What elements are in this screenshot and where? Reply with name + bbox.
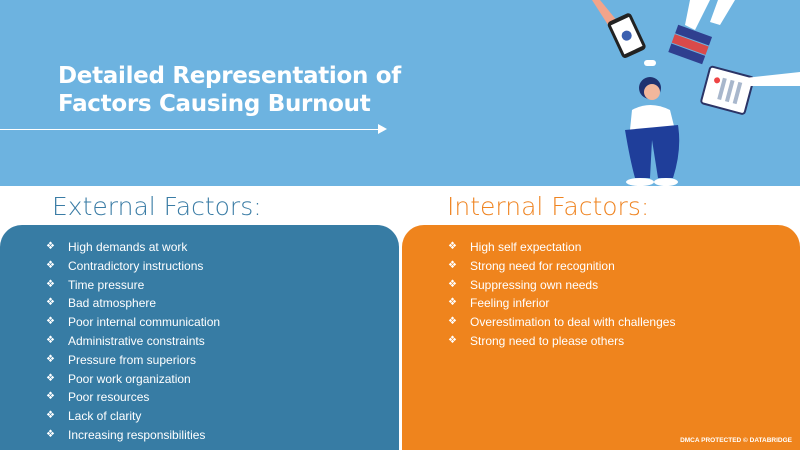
list-item: ❖ Poor resources: [46, 388, 220, 407]
list-item-label: High self expectation: [470, 240, 582, 254]
bullet-icon: ❖: [46, 428, 55, 440]
list-item: ❖ Increasing responsibilities: [46, 426, 220, 445]
external-factors-heading: External Factors:: [52, 192, 262, 221]
list-item-label: Administrative constraints: [68, 333, 205, 348]
list-item: ❖ Lack of clarity: [46, 407, 220, 426]
bullet-icon: ❖: [46, 297, 55, 309]
bullet-icon: ❖: [46, 259, 55, 271]
list-item: ❖ Poor internal communication: [46, 313, 220, 332]
list-item-label: Lack of clarity: [68, 409, 142, 424]
list-item: ❖ Bad atmosphere: [46, 294, 220, 313]
list-item: ❖ Overestimation to deal with challenges: [448, 313, 675, 332]
list-item: ❖ Strong need to please others: [448, 332, 675, 351]
bullet-icon: ❖: [448, 259, 457, 271]
bullet-icon: ❖: [46, 410, 55, 422]
list-item-label: Strong need to please others: [470, 333, 625, 348]
list-item-label: Pressure from superiors: [68, 352, 197, 367]
list-item: ❖ Pressure from superiors: [46, 351, 220, 370]
list-item-label: Poor resources: [68, 390, 150, 405]
title-line-1: Detailed Representation of: [58, 63, 402, 89]
internal-factors-heading: Internal Factors:: [447, 192, 650, 221]
bullet-icon: ❖: [46, 372, 55, 384]
list-item: ❖ Strong need for recognition: [448, 257, 675, 276]
watermark: DMCA PROTECTED © DATABRIDGE: [680, 437, 792, 444]
list-item: ❖ Contradictory instructions: [46, 257, 220, 276]
bullet-icon: ❖: [448, 297, 457, 309]
page-title: Detailed Representation of Factors Causi…: [58, 62, 401, 118]
list-item: ❖ Administrative constraints: [46, 332, 220, 351]
bullet-icon: ❖: [46, 334, 55, 346]
list-item-label: Increasing responsibilities: [68, 427, 206, 442]
list-item: ❖ High demands at work: [46, 238, 220, 257]
list-item-label: Time pressure: [68, 277, 145, 292]
external-factors-panel: ❖ High demands at work ❖ Contradictory inst…: [0, 225, 399, 450]
internal-factors-list: ❖ High self expectation ❖ Strong need for r…: [448, 238, 675, 351]
bullet-icon: ❖: [46, 391, 55, 403]
bullet-icon: ❖: [46, 316, 55, 328]
list-item: ❖ Time pressure: [46, 276, 220, 295]
list-item-label: Bad atmosphere: [68, 296, 157, 311]
bullet-icon: ❖: [448, 316, 457, 328]
list-item-label: Contradictory instructions: [68, 258, 204, 273]
title-line-2: Factors Causing Burnout: [58, 91, 371, 117]
burnout-nurse-illustration: [592, 0, 800, 186]
bullet-icon: ❖: [46, 353, 55, 365]
list-item-label: Poor work organization: [68, 371, 191, 386]
internal-factors-panel: ❖ High self expectation ❖ Strong need for r…: [402, 225, 800, 450]
list-item-label: Strong need for recognition: [470, 258, 615, 273]
list-item-label: Suppressing own needs: [470, 277, 599, 292]
arrowhead-icon: [378, 124, 387, 134]
external-factors-list: ❖ High demands at work ❖ Contradictory inst…: [46, 238, 220, 445]
bullet-icon: ❖: [448, 334, 457, 346]
bullet-icon: ❖: [46, 241, 55, 252]
list-item-label: Overestimation to deal with challenges: [470, 315, 676, 330]
bullet-icon: ❖: [448, 241, 457, 252]
bullet-icon: ❖: [46, 278, 55, 290]
list-item-label: Poor internal communication: [68, 315, 221, 330]
arrow-line: [0, 129, 385, 130]
list-item: ❖ Feeling inferior: [448, 294, 675, 313]
list-item: ❖ High self expectation: [448, 238, 675, 257]
bullet-icon: ❖: [448, 278, 457, 290]
list-item: ❖ Suppressing own needs: [448, 276, 675, 295]
list-item: ❖ Poor work organization: [46, 370, 220, 389]
list-item-label: High demands at work: [68, 240, 188, 254]
list-item-label: Feeling inferior: [470, 296, 550, 311]
